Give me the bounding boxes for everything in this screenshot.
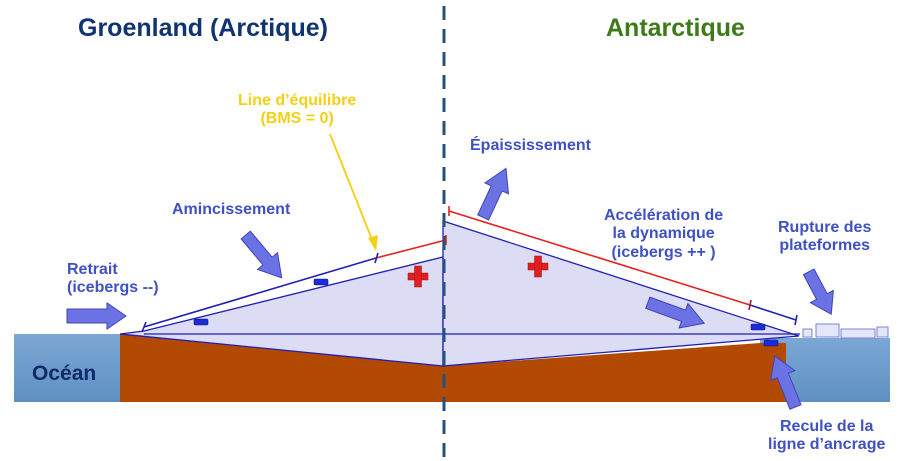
antarctic-new-surface-accumulation (448, 210, 751, 306)
plus-sign-antarctica (527, 255, 549, 278)
equilibrium-line-text: Line d’équilibre (238, 92, 357, 109)
arrow-thickening (477, 167, 510, 221)
retreat-icebergs-text: (icebergs --) (67, 279, 159, 297)
acceleration-label: Accélération de la dynamique (icebergs +… (604, 207, 723, 262)
shelf-collapse-line-2: plateformes (779, 237, 871, 255)
bms-text: (BMS = 0) (260, 110, 334, 128)
tick-equilibrium (374, 252, 379, 264)
equilibrium-pointer-head (368, 235, 378, 251)
arrow-thinning (240, 230, 283, 279)
plus-sign-greenland (407, 265, 429, 288)
grounding-line-2: ligne d’ancrage (768, 436, 886, 454)
thinning-label: Amincissement (172, 201, 291, 218)
equilibrium-pointer-line (329, 133, 374, 243)
grounding-line-label: Recule de la ligne d’ancrage (768, 418, 885, 455)
minus-sign-antarctica-1 (750, 323, 766, 331)
arrow-grounding-retreat (770, 355, 802, 410)
ocean-label: Océan (32, 362, 97, 385)
thickening-label: Épaississement (470, 137, 591, 154)
minus-sign-greenland-1 (193, 318, 209, 326)
title-greenland: Groenland (Arctique) (78, 14, 329, 42)
minus-sign-antarctica-2 (763, 339, 779, 347)
grounding-line-1: Recule de la (780, 418, 874, 435)
acceleration-line-3: (icebergs ++ ) (611, 243, 716, 261)
tick-left-end (141, 321, 147, 333)
tick-antarctic-equilibrium (748, 299, 752, 311)
shelf-collapse-label: Rupture des plateformes (778, 219, 871, 256)
acceleration-line-2: la dynamique (612, 225, 715, 243)
arrow-retreat (66, 302, 127, 330)
retreat-label: Retrait (icebergs --) (67, 261, 159, 298)
acceleration-line-1: Accélération de (604, 207, 724, 224)
greenland-former-surface-accumulation (375, 239, 447, 259)
title-antarctica: Antarctique (606, 14, 745, 42)
minus-sign-greenland-2 (313, 278, 329, 286)
retreat-text: Retrait (67, 261, 118, 278)
ice-shelf-fragments (802, 323, 889, 339)
ocean-left (14, 334, 120, 402)
arrow-shelf-collapse (802, 268, 834, 316)
shelf-collapse-line-1: Rupture des (778, 219, 872, 236)
antarctic-new-surface-ablation (749, 304, 797, 321)
tick-antarctic-end (794, 314, 798, 326)
greenland-former-surface-ablation (143, 257, 377, 328)
equilibrium-line-label: Line d’équilibre (BMS = 0) (238, 92, 356, 129)
arrow-acceleration (645, 296, 706, 329)
